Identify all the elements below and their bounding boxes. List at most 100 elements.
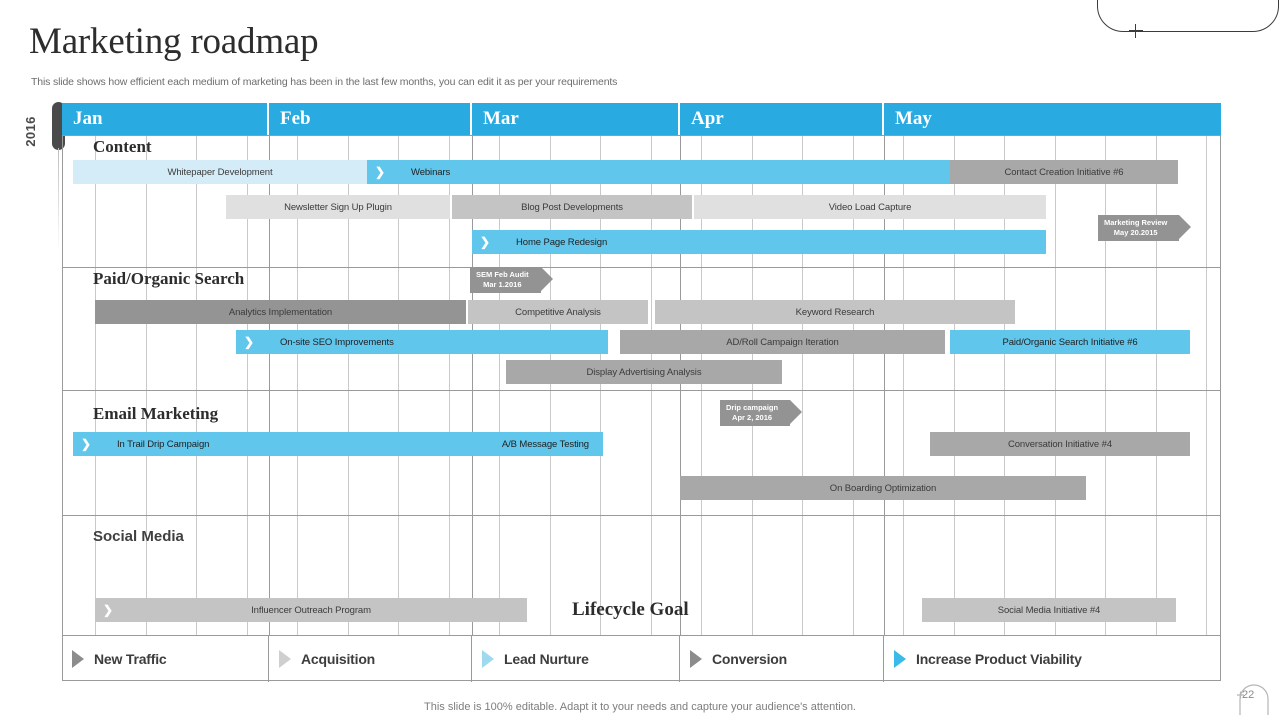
flag-title: SEM Feb Audit xyxy=(476,270,529,279)
milestone-label: Acquisition xyxy=(301,651,376,667)
task-bar-ad-roll-campaign-iteration[interactable]: AD/Roll Campaign Iteration xyxy=(620,330,945,354)
milestone-label: Lead Nurture xyxy=(504,651,589,667)
timeline-month-jan[interactable]: Jan xyxy=(62,103,269,135)
timeline-month-mar[interactable]: Mar xyxy=(472,103,680,135)
task-label: Whitepaper Development xyxy=(167,166,273,178)
month-label: Jan xyxy=(73,108,103,129)
lifecycle-goal-label: Lifecycle Goal xyxy=(572,599,689,620)
grid-lines xyxy=(62,103,1221,681)
milestone-new-traffic[interactable]: New Traffic xyxy=(62,636,269,682)
triangle-right-icon xyxy=(894,650,906,668)
task-label: In Trail Drip Campaign xyxy=(117,438,210,450)
section-label-content: Content xyxy=(93,137,152,156)
year-label: 2016 xyxy=(22,116,38,147)
task-bar-keyword-research[interactable]: Keyword Research xyxy=(655,300,1015,324)
task-bar-display-advertising-analysis[interactable]: Display Advertising Analysis xyxy=(506,360,782,384)
roadmap-gantt-chart: Jan Feb Mar Apr May Content Paid/Organic Sea… xyxy=(62,103,1221,682)
chevron-right-icon: ❯ xyxy=(244,335,254,349)
task-label: Conversation Initiative #4 xyxy=(1007,438,1113,450)
milestone-increase-product-viability[interactable]: Increase Product Viability xyxy=(884,636,1221,682)
task-bar-webinars[interactable]: ❯ Webinars xyxy=(367,160,950,184)
task-bar-analytics-implementation[interactable]: Analytics Implementation xyxy=(95,300,466,324)
band-divider-paid xyxy=(62,267,1221,268)
task-label: AD/Roll Campaign Iteration xyxy=(726,336,839,348)
task-bar-on-site-seo-improvements[interactable]: ❯ On-site SEO Improvements xyxy=(236,330,608,354)
flag-date: May 20.2015 xyxy=(1113,228,1158,238)
task-label: Paid/Organic Search Initiative #6 xyxy=(1002,336,1138,348)
chevron-right-icon: ❯ xyxy=(81,437,91,451)
grid-line xyxy=(1206,135,1207,635)
chart-border xyxy=(62,103,1221,681)
timeline-month-feb[interactable]: Feb xyxy=(269,103,472,135)
month-label: Apr xyxy=(691,108,724,129)
corner-crosshair-icon xyxy=(1129,24,1143,38)
flag-title: Drip campaign xyxy=(726,403,779,412)
month-label: Mar xyxy=(483,108,519,129)
section-label-social-media: Social Media xyxy=(93,528,184,545)
task-label: On Boarding Optimization xyxy=(829,482,937,494)
year-indicator: 2016 xyxy=(22,102,65,252)
grid-line xyxy=(146,135,147,635)
milestone-acquisition[interactable]: Acquisition xyxy=(269,636,472,682)
triangle-right-icon xyxy=(690,650,702,668)
task-label: Display Advertising Analysis xyxy=(586,366,702,378)
milestone-row: New Traffic Acquisition Lead Nurture Conver… xyxy=(62,635,1221,682)
section-label-paid-organic-search: Paid/Organic Search xyxy=(93,269,245,288)
task-bar-on-boarding-optimization[interactable]: On Boarding Optimization xyxy=(680,476,1086,500)
chevron-right-icon: ❯ xyxy=(375,165,385,179)
task-label: Social Media Initiative #4 xyxy=(997,604,1101,616)
task-bar-blog-post-developments[interactable]: Blog Post Developments xyxy=(452,195,692,219)
chevron-right-icon: ❯ xyxy=(103,603,113,617)
milestone-lead-nurture[interactable]: Lead Nurture xyxy=(472,636,680,682)
task-bar-whitepaper-development[interactable]: Whitepaper Development xyxy=(73,160,367,184)
task-label: Blog Post Developments xyxy=(521,201,623,213)
grid-line xyxy=(1105,135,1106,635)
task-label: Contact Creation Initiative #6 xyxy=(1004,166,1124,178)
task-label: Video Load Capture xyxy=(828,201,912,213)
month-label: May xyxy=(895,108,932,129)
timeline-month-may[interactable]: May xyxy=(884,103,1221,135)
task-bar-social-media-initiative-4[interactable]: Social Media Initiative #4 xyxy=(922,598,1176,622)
task-label: On-site SEO Improvements xyxy=(280,336,394,348)
milestone-conversion[interactable]: Conversion xyxy=(680,636,884,682)
task-bar-home-page-redesign[interactable]: ❯ Home Page Redesign xyxy=(472,230,1046,254)
grid-line xyxy=(1156,135,1157,635)
flag-date: Apr 2, 2016 xyxy=(732,413,773,423)
task-label: Influencer Outreach Program xyxy=(251,604,371,616)
task-bar-paid-organic-search-initiative-6[interactable]: Paid/Organic Search Initiative #6 xyxy=(950,330,1190,354)
chevron-right-icon: ❯ xyxy=(480,235,490,249)
page-subtitle: This slide shows how efficient each medi… xyxy=(31,76,618,88)
band-divider-content xyxy=(62,135,1221,136)
task-bar-influencer-outreach-program[interactable]: ❯ Influencer Outreach Program xyxy=(95,598,527,622)
grid-line xyxy=(95,135,96,635)
page-title: Marketing roadmap xyxy=(29,21,319,62)
task-bar-newsletter-sign-up-plugin[interactable]: Newsletter Sign Up Plugin xyxy=(226,195,450,219)
timeline-header: Jan Feb Mar Apr May xyxy=(62,103,1221,135)
task-label: Keyword Research xyxy=(795,306,875,318)
task-bar-video-load-capture[interactable]: Video Load Capture xyxy=(694,195,1046,219)
flag-drip-campaign[interactable]: Drip campaign Apr 2, 2016 xyxy=(720,400,803,427)
task-label: Analytics Implementation xyxy=(228,306,333,318)
flag-sem-feb-audit[interactable]: SEM Feb Audit Mar 1.2016 xyxy=(470,267,553,294)
task-label: Webinars xyxy=(411,166,451,178)
flag-marketing-review[interactable]: Marketing Review May 20.2015 xyxy=(1098,215,1192,242)
milestone-label: New Traffic xyxy=(94,651,167,667)
task-bar-contact-creation-initiative-6[interactable]: Contact Creation Initiative #6 xyxy=(950,160,1178,184)
task-label: Newsletter Sign Up Plugin xyxy=(284,201,392,213)
page-number-arc-icon xyxy=(1237,684,1269,715)
year-accent-bar xyxy=(52,102,65,150)
task-bar-conversation-initiative-4[interactable]: Conversation Initiative #4 xyxy=(930,432,1190,456)
triangle-right-icon xyxy=(482,650,494,668)
band-divider-social xyxy=(62,515,1221,516)
section-label-email-marketing: Email Marketing xyxy=(93,404,219,423)
timeline-month-apr[interactable]: Apr xyxy=(680,103,884,135)
task-bar-in-trail-drip-campaign[interactable]: ❯ In Trail Drip Campaign A/B Message Tes… xyxy=(73,432,603,456)
grid-line xyxy=(196,135,197,635)
month-label: Feb xyxy=(280,108,311,129)
milestone-label: Conversion xyxy=(712,651,788,667)
corner-decoration-shape xyxy=(1097,0,1279,32)
task-bar-competitive-analysis[interactable]: Competitive Analysis xyxy=(468,300,648,324)
task-label: Home Page Redesign xyxy=(516,236,608,248)
triangle-right-icon xyxy=(72,650,84,668)
